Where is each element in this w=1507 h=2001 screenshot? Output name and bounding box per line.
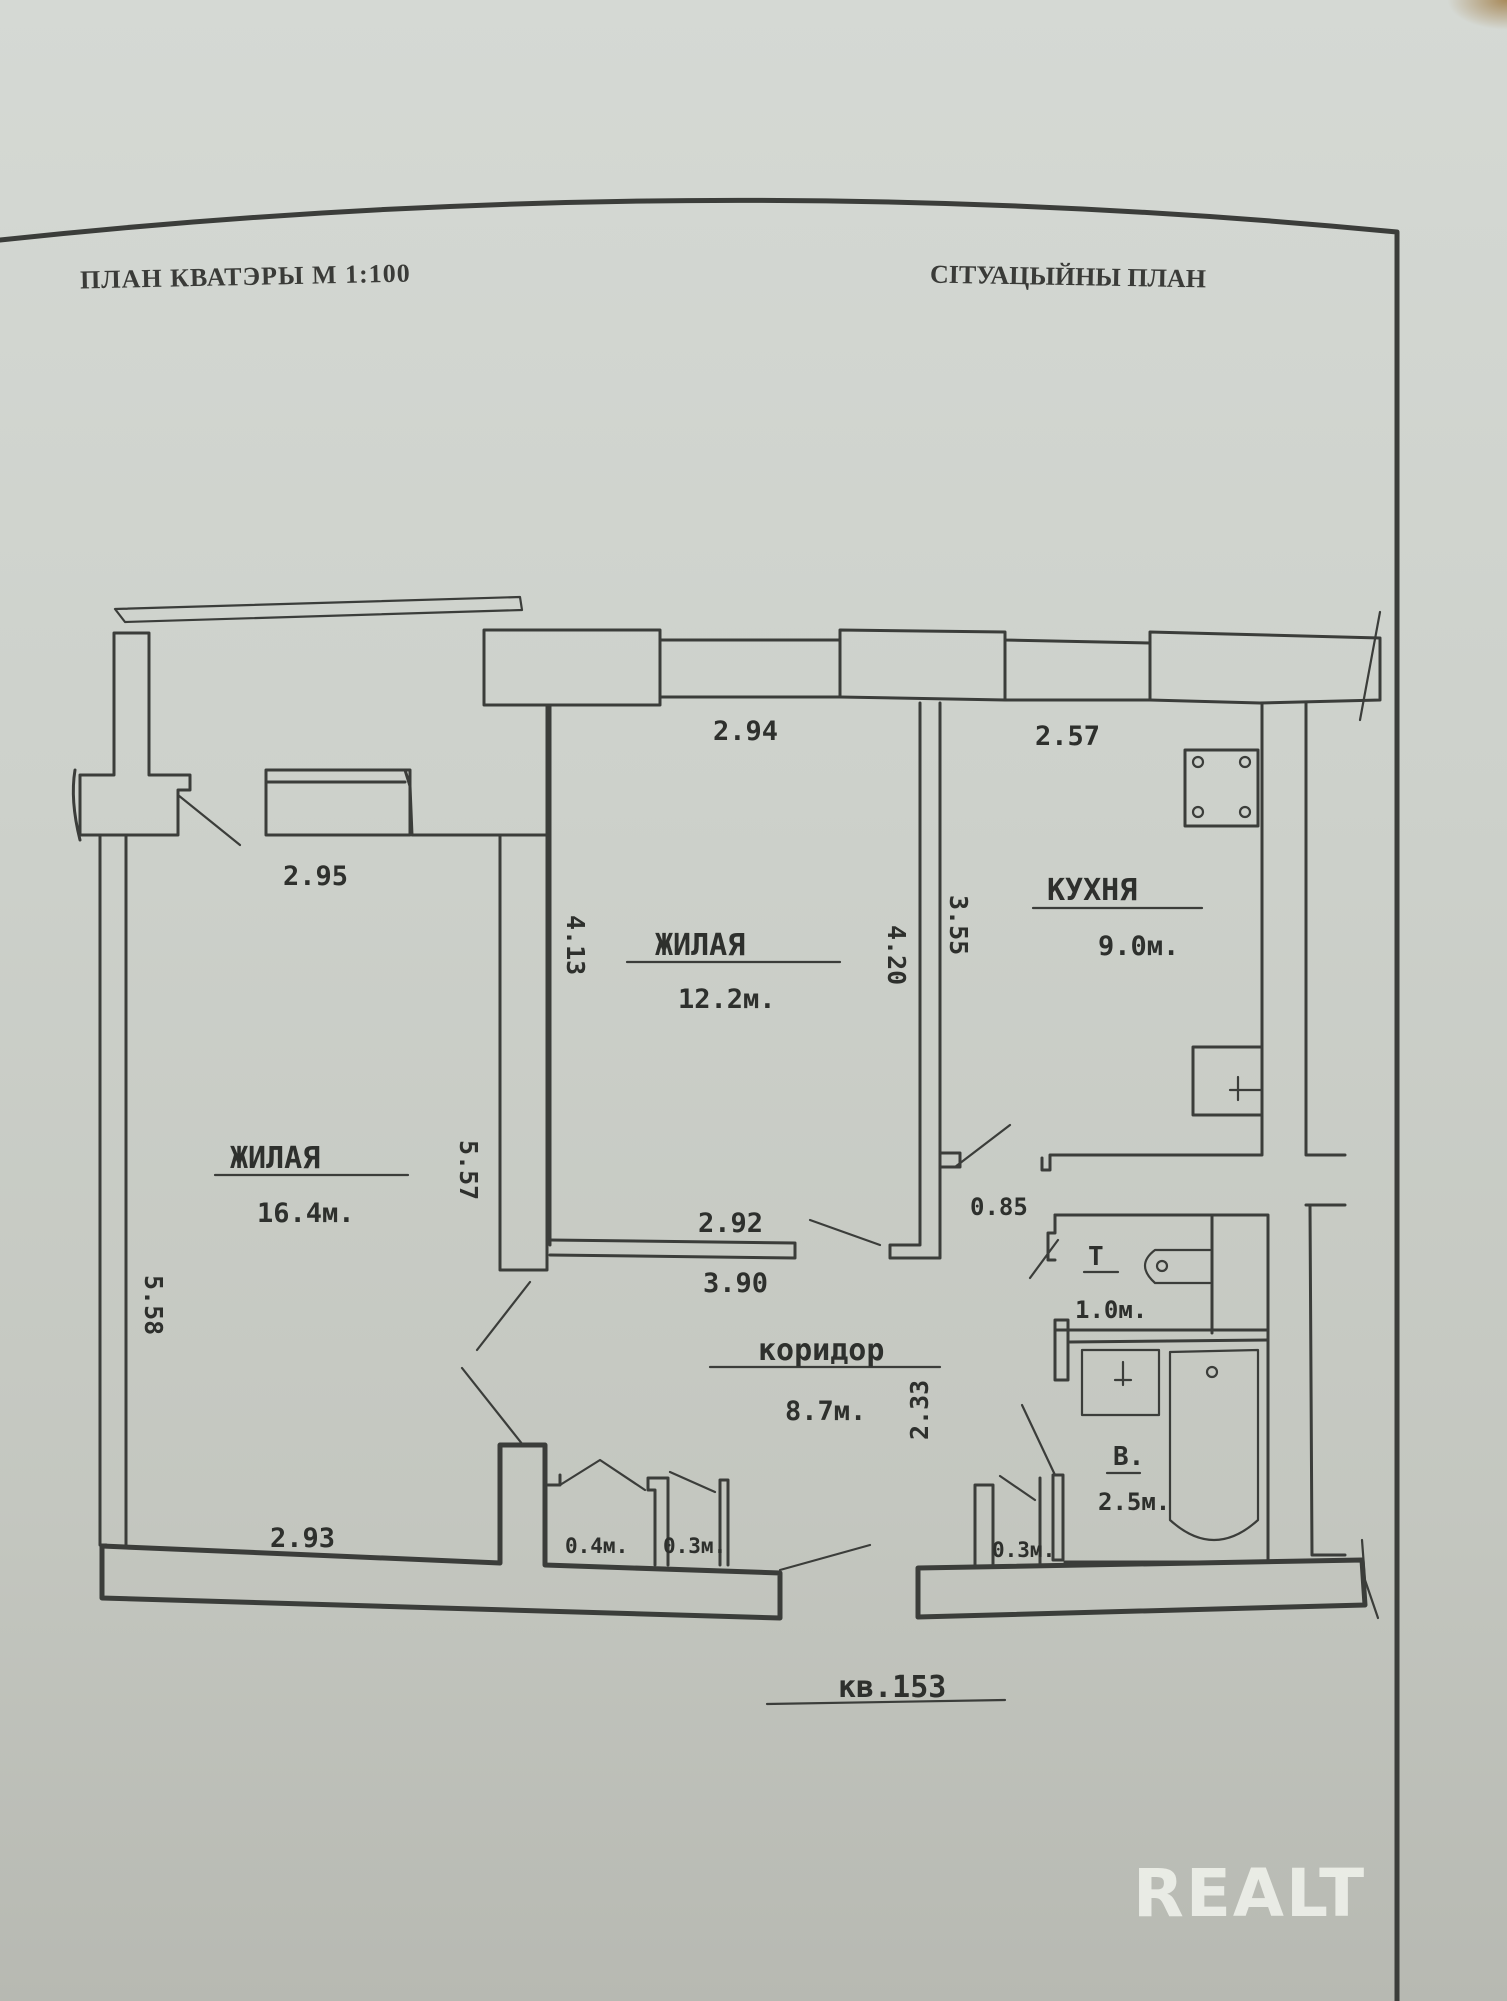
washbasin-icon bbox=[1080, 1348, 1161, 1417]
dim-living2-top: 2.94 bbox=[713, 716, 778, 747]
room-label-kitchen: КУХНЯ bbox=[1047, 873, 1137, 908]
realt-watermark: REALT bbox=[1133, 1855, 1367, 1932]
room-label-toilet: Т bbox=[1088, 1242, 1104, 1272]
room-area-living1: 16.4м. bbox=[257, 1198, 355, 1229]
entrance-door bbox=[778, 1543, 872, 1572]
left-column bbox=[78, 631, 192, 837]
room-label-living2: ЖИЛАЯ bbox=[655, 928, 745, 963]
partition-living bbox=[498, 833, 549, 1272]
dim-corridor-width: 3.90 bbox=[703, 1268, 768, 1299]
room-label-corridor: коридор bbox=[758, 1333, 884, 1368]
wall-living2-bottom bbox=[548, 1238, 797, 1260]
toilet-icon bbox=[1143, 1248, 1212, 1285]
door-swing bbox=[176, 793, 242, 847]
dim-doorway: 0.85 bbox=[970, 1193, 1028, 1221]
room-area-living2: 12.2м. bbox=[678, 984, 776, 1015]
riser bbox=[1304, 1203, 1347, 1557]
apartment-number: кв.153 bbox=[838, 1670, 946, 1705]
dim-living1-right: 5.57 bbox=[454, 1140, 483, 1200]
balcony-railing bbox=[113, 595, 524, 624]
dim-living2-left: 4.13 bbox=[561, 915, 590, 975]
dim-living2-bottom: 2.92 bbox=[698, 1208, 763, 1239]
table-edge bbox=[1447, 0, 1507, 30]
closet-area-1: 0.4м. bbox=[565, 1534, 628, 1558]
dim-living1-bottom: 2.93 bbox=[270, 1523, 335, 1554]
dim-living2-right: 4.20 bbox=[882, 925, 911, 985]
page-frame bbox=[0, 197, 1400, 2001]
stove-icon bbox=[1183, 748, 1260, 828]
room-area-bath: 2.5м. bbox=[1098, 1488, 1170, 1516]
closet-area-2: 0.3м. bbox=[663, 1534, 726, 1558]
dim-kitchen-top: 2.57 bbox=[1035, 721, 1100, 752]
wall-bottom-left bbox=[99, 1442, 783, 1621]
room-area-kitchen: 9.0м. bbox=[1098, 931, 1179, 962]
wall-top bbox=[403, 628, 1382, 837]
room-area-toilet: 1.0м. bbox=[1075, 1296, 1147, 1324]
column-cap bbox=[71, 768, 82, 842]
dim-kitchen-left: 3.55 bbox=[944, 895, 973, 955]
living1-door bbox=[475, 1280, 532, 1352]
kitchen-sink-icon bbox=[1191, 1045, 1264, 1117]
dim-living1-top: 2.95 bbox=[283, 861, 348, 892]
closet-area-3: 0.3м. bbox=[992, 1538, 1055, 1562]
dim-living1-left: 5.58 bbox=[139, 1275, 168, 1335]
room-label-bath: В. bbox=[1113, 1442, 1144, 1472]
wall-bottom-right bbox=[915, 1557, 1368, 1620]
room-label-living1: ЖИЛАЯ bbox=[230, 1141, 320, 1176]
dim-corridor-depth: 2.33 bbox=[905, 1380, 934, 1440]
room-area-corridor: 8.7м. bbox=[785, 1396, 866, 1427]
window-left bbox=[264, 768, 412, 837]
bathtub-icon bbox=[1168, 1348, 1260, 1541]
